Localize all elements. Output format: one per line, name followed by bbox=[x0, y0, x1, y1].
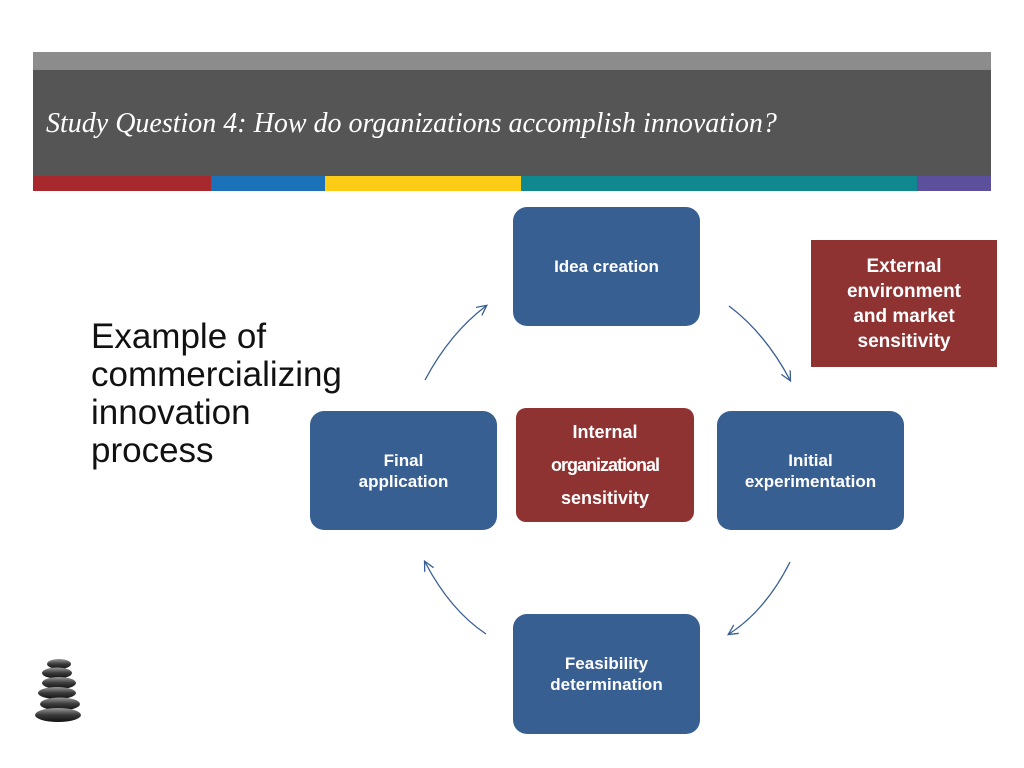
slide-title: Study Question 4: How do organizations a… bbox=[46, 108, 777, 139]
node-feasibility-determination: Feasibility determination bbox=[513, 614, 700, 734]
node-external-environment-sensitivity: External environment and market sensitiv… bbox=[811, 240, 997, 367]
color-band-blue bbox=[211, 176, 325, 191]
color-band-purple bbox=[917, 176, 991, 191]
arrow-idea-to-initial bbox=[728, 305, 790, 380]
node-label: determination bbox=[550, 675, 663, 694]
arrow-initial-to-feasibility bbox=[729, 561, 791, 634]
caption-line: innovation bbox=[91, 393, 251, 432]
color-band-yellow bbox=[325, 176, 521, 191]
node-initial-experimentation: Initial experimentation bbox=[717, 411, 904, 530]
caption-line: process bbox=[91, 431, 214, 470]
arrow-final-to-idea bbox=[424, 306, 486, 381]
node-label: organizational bbox=[550, 454, 660, 475]
header-top-stripe bbox=[33, 52, 991, 70]
node-label: experimentation bbox=[744, 471, 877, 491]
side-caption: Example of commercializing innovation pr… bbox=[91, 318, 391, 470]
arrow-feasibility-to-final bbox=[425, 562, 487, 635]
node-label: Internal bbox=[572, 421, 638, 442]
node-label: and market bbox=[853, 306, 955, 327]
node-final-application: Final application bbox=[310, 411, 497, 530]
node-label: Final bbox=[383, 450, 424, 470]
node-label: sensitivity bbox=[560, 487, 650, 508]
node-label: Initial bbox=[788, 450, 833, 470]
caption-line: commercializing bbox=[91, 355, 342, 394]
node-internal-organizational-sensitivity: Internal organizational sensitivity bbox=[516, 408, 694, 522]
node-label: Feasibility bbox=[564, 654, 649, 673]
stacked-stones-logo-icon bbox=[35, 659, 81, 722]
title-bar bbox=[33, 70, 991, 176]
node-label: environment bbox=[846, 281, 962, 302]
color-band-teal bbox=[521, 176, 917, 191]
caption-line: Example of bbox=[91, 317, 267, 356]
color-band-red bbox=[33, 176, 211, 191]
node-idea-creation: Idea creation bbox=[513, 207, 700, 326]
node-label: Idea creation bbox=[554, 257, 659, 276]
node-label: application bbox=[358, 471, 449, 491]
node-label: External bbox=[866, 256, 942, 277]
node-label: sensitivity bbox=[857, 331, 951, 352]
